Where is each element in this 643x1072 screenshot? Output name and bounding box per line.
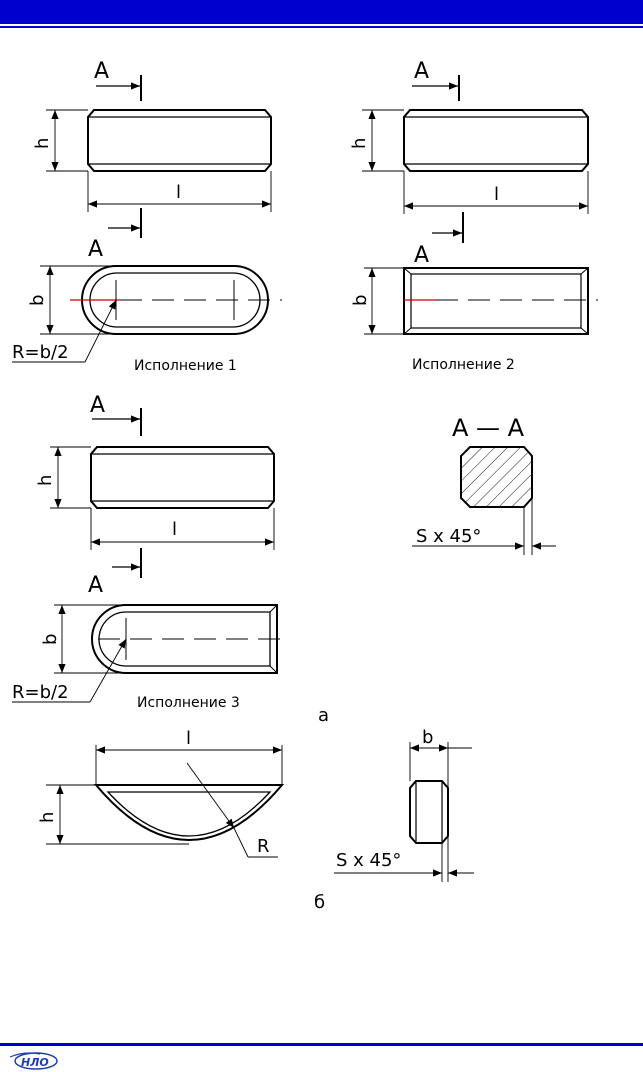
dim-chamfer: S x 45° <box>416 526 481 547</box>
front-view: h l <box>349 109 589 214</box>
dim-radius: R <box>257 836 270 857</box>
dim-b: b <box>422 727 433 748</box>
dim-b: b <box>350 295 371 306</box>
section-mark-top: A <box>412 59 460 101</box>
header-rule <box>0 26 643 28</box>
dim-h: h <box>32 138 53 149</box>
section-letter: A <box>88 237 103 262</box>
dim-l: l <box>186 728 191 749</box>
variant-1: A A h l <box>12 59 282 374</box>
publisher-logo: НЛО <box>9 1052 58 1070</box>
footer-rule <box>0 1043 643 1046</box>
subfigure-label-a: а <box>318 705 329 726</box>
section-letter: A <box>90 393 105 418</box>
top-view: b R=b/2 <box>12 604 284 703</box>
header-bar <box>0 0 643 24</box>
logo-text: НЛО <box>21 1056 49 1069</box>
section-letter: A <box>414 243 429 268</box>
section-a-a: A — A S x 45° <box>412 414 556 555</box>
dim-h: h <box>35 475 56 486</box>
top-view: b R=b/2 <box>12 265 282 363</box>
subfigure-label-b: б <box>314 892 325 913</box>
dim-chamfer: S x 45° <box>336 850 401 871</box>
section-letter: A <box>88 573 103 598</box>
variant-1-caption: Исполнение 1 <box>134 358 237 374</box>
section-letter: A <box>414 59 429 84</box>
variant-2-caption: Исполнение 2 <box>412 357 515 373</box>
section-mark-top: A <box>94 59 142 101</box>
section-mark-top: A <box>90 393 142 436</box>
dim-b: b <box>40 634 61 645</box>
top-view: b <box>350 267 598 335</box>
segment-key-end: b S x 45° <box>334 727 474 882</box>
front-view: h l <box>32 109 272 212</box>
section-letter: A <box>94 59 109 84</box>
section-mark-bottom: A <box>414 212 464 268</box>
section-mark-bottom: A <box>88 208 142 262</box>
dim-l: l <box>494 184 499 205</box>
dim-l: l <box>176 182 181 203</box>
variant-3-caption: Исполнение 3 <box>137 695 240 711</box>
segment-key-side: l h R <box>37 728 285 858</box>
variant-2: A A h l <box>349 59 598 373</box>
variant-3: A A h l <box>12 393 284 711</box>
section-title: A — A <box>452 414 525 442</box>
dim-b: b <box>27 295 48 306</box>
front-view: h l <box>35 446 275 550</box>
dim-radius: R=b/2 <box>12 682 69 703</box>
dim-l: l <box>172 519 177 540</box>
dim-radius: R=b/2 <box>12 342 69 363</box>
hatched-section <box>460 446 533 508</box>
dim-h: h <box>349 138 370 149</box>
dim-h: h <box>37 812 58 823</box>
section-mark-bottom: A <box>88 548 142 598</box>
